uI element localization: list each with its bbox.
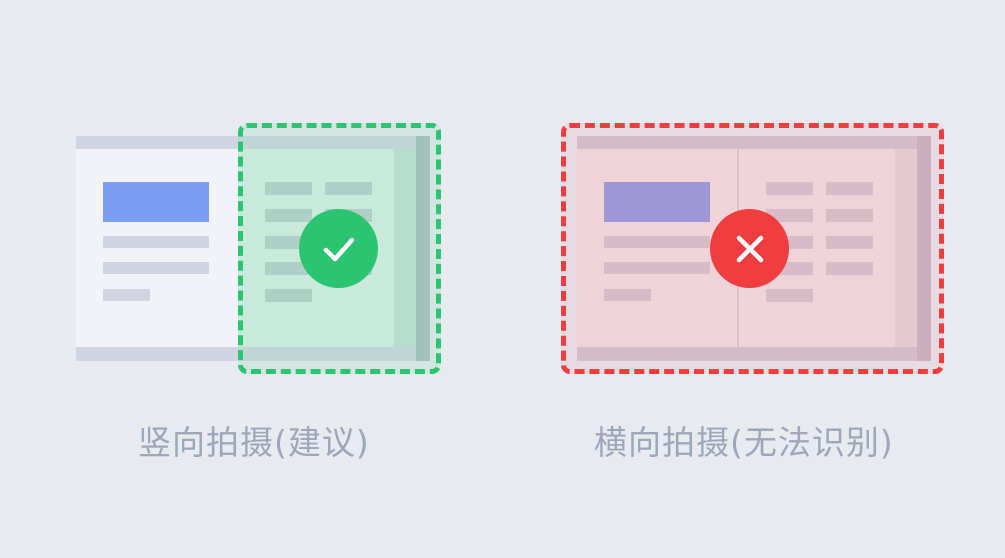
text-line — [265, 182, 312, 195]
text-line — [826, 236, 873, 249]
text-line — [265, 262, 312, 275]
heading-block — [103, 182, 209, 222]
option-caption: 竖向拍摄(建议) — [138, 423, 370, 462]
page-spine — [917, 136, 931, 361]
text-line — [103, 262, 209, 274]
option-caption: 横向拍摄(无法识别) — [594, 423, 894, 462]
text-line — [265, 209, 312, 222]
text-line — [604, 289, 651, 301]
page-edge — [394, 149, 416, 347]
text-line — [265, 289, 312, 302]
left-page — [76, 149, 238, 347]
text-line — [826, 209, 873, 222]
check-icon — [323, 237, 354, 261]
text-line — [103, 236, 209, 248]
text-line — [766, 289, 813, 302]
text-line — [766, 182, 813, 195]
close-icon — [736, 235, 763, 262]
text-line — [604, 236, 710, 248]
page-edge — [895, 149, 917, 347]
text-line — [826, 182, 873, 195]
status-badge — [710, 209, 789, 288]
status-badge — [299, 209, 378, 288]
text-line — [325, 182, 372, 195]
text-line — [103, 289, 150, 301]
text-line — [604, 262, 710, 274]
page-spine — [416, 136, 430, 361]
heading-block — [604, 182, 710, 222]
text-line — [766, 209, 813, 222]
text-line — [826, 262, 873, 275]
